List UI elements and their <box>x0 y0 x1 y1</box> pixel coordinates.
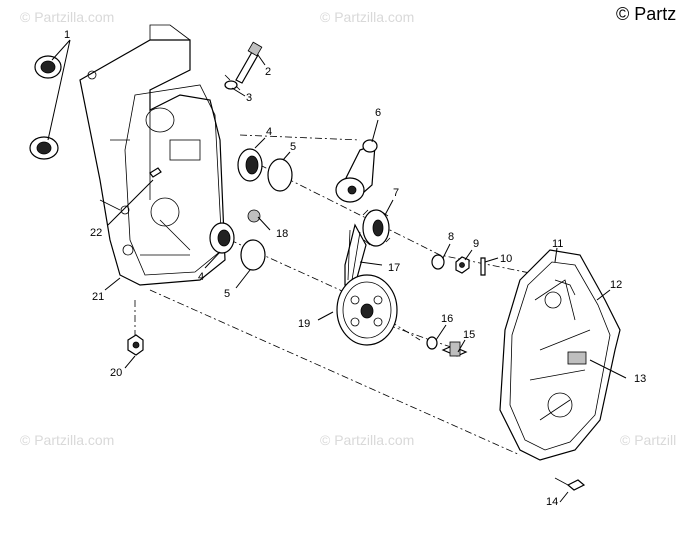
callout-21: 21 <box>92 291 104 303</box>
pin-22 <box>149 167 162 178</box>
callout-13: 13 <box>634 373 646 385</box>
callouts: 1 2 3 4 5 6 7 8 9 10 11 12 13 14 15 16 1… <box>64 29 646 508</box>
seal-lower <box>29 136 59 160</box>
callout-9: 9 <box>473 238 479 250</box>
chaincase-housing <box>79 24 226 286</box>
o-ring-lower <box>240 239 266 271</box>
callout-5-lower: 5 <box>224 288 230 300</box>
bushing-18 <box>247 209 261 223</box>
watermark-br: © Partzilla.com <box>620 432 676 448</box>
callout-4-upper: 4 <box>266 126 272 138</box>
callout-8: 8 <box>448 231 454 243</box>
lower-sprocket <box>336 274 398 346</box>
o-ring-upper <box>267 158 293 192</box>
callout-7: 7 <box>393 187 399 199</box>
bolt-2 <box>235 41 263 84</box>
callout-20: 20 <box>110 367 122 379</box>
washer-16 <box>426 336 438 350</box>
watermark-bl: © Partzilla.com <box>20 432 114 448</box>
callout-15: 15 <box>463 329 475 341</box>
chain-tensioner <box>335 139 378 203</box>
washer-8 <box>431 254 445 270</box>
callout-6: 6 <box>375 107 381 119</box>
callout-5-upper: 5 <box>290 141 296 153</box>
upper-sprocket <box>362 209 391 247</box>
callout-16: 16 <box>441 313 453 325</box>
watermark-tl: © Partzilla.com <box>20 9 114 25</box>
callout-2: 2 <box>265 66 271 78</box>
washer-3 <box>224 80 238 90</box>
callout-11: 11 <box>552 238 563 250</box>
watermarks: © Partzilla.com © Partzilla.com © Partzi… <box>20 9 676 448</box>
callout-3: 3 <box>246 92 252 104</box>
copyright-text: © Partzilla.com <box>616 4 676 24</box>
callout-14: 14 <box>546 496 558 508</box>
pin-10 <box>480 257 486 276</box>
watermark-tc: © Partzilla.com <box>320 9 414 25</box>
chaincase-cover <box>499 249 621 461</box>
callout-1: 1 <box>64 29 70 41</box>
gasket-12 <box>554 279 576 296</box>
watermark-bc: © Partzilla.com <box>320 432 414 448</box>
callout-18: 18 <box>276 228 288 240</box>
callout-12: 12 <box>610 279 622 291</box>
leader-lines <box>47 39 627 503</box>
bearing-upper <box>237 148 263 182</box>
nut-9 <box>455 256 470 274</box>
callout-17: 17 <box>388 262 400 274</box>
callout-10: 10 <box>500 253 512 265</box>
callout-22: 22 <box>90 227 102 239</box>
callout-4-lower: 4 <box>198 271 204 283</box>
nut-20 <box>127 334 144 356</box>
seal-upper <box>34 55 62 79</box>
callout-19: 19 <box>298 318 310 330</box>
bearing-lower <box>209 222 235 254</box>
bolt-14 <box>554 477 586 491</box>
